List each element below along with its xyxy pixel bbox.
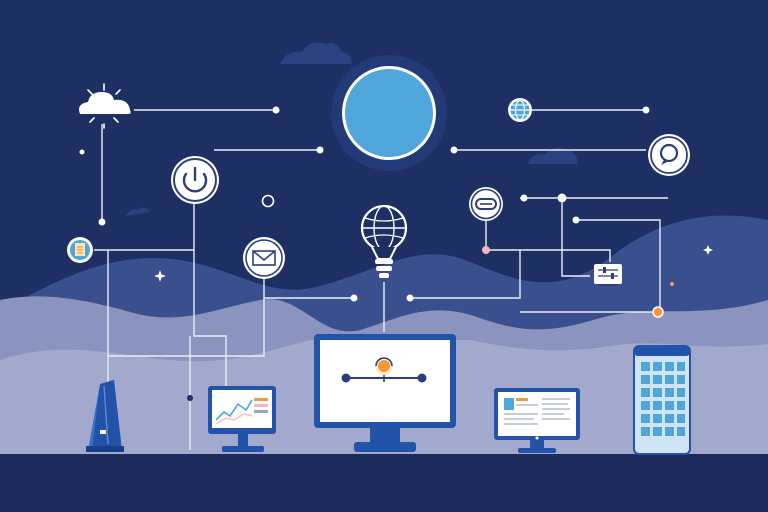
ground-strip bbox=[0, 454, 768, 512]
node bbox=[450, 146, 458, 154]
document-icon bbox=[67, 237, 93, 263]
monitor-chart bbox=[208, 386, 276, 452]
sliders-icon bbox=[594, 264, 622, 286]
node-dark bbox=[187, 395, 193, 401]
node bbox=[350, 294, 358, 302]
sparkle-icon bbox=[703, 248, 713, 252]
monitor-document bbox=[494, 388, 580, 453]
chat-bubble-icon bbox=[648, 134, 690, 176]
node bbox=[98, 218, 106, 226]
sparkle-icon bbox=[154, 274, 166, 278]
line-sliders-feed bbox=[561, 198, 590, 277]
node-ring bbox=[261, 194, 275, 208]
globe-icon bbox=[508, 98, 532, 122]
node bbox=[557, 193, 567, 203]
node bbox=[316, 146, 324, 154]
cloud-small bbox=[126, 207, 150, 216]
line-mail-down bbox=[108, 278, 265, 357]
node bbox=[572, 216, 580, 224]
cloud-top bbox=[280, 42, 352, 64]
chat-link-icon bbox=[469, 187, 503, 221]
lightbulb-globe-icon bbox=[360, 204, 408, 278]
node-orange bbox=[652, 306, 664, 318]
network-nodes bbox=[79, 106, 650, 302]
monitor-center bbox=[314, 334, 456, 452]
network-lines bbox=[94, 109, 668, 450]
line-link-sliders bbox=[485, 212, 611, 262]
line-chart-monitor bbox=[193, 250, 227, 386]
mail-icon bbox=[243, 237, 285, 279]
moon-orb bbox=[331, 55, 447, 171]
node-pink bbox=[482, 246, 490, 254]
node bbox=[642, 106, 650, 114]
tablet-grid bbox=[633, 345, 691, 455]
node bbox=[406, 294, 414, 302]
cloud-right bbox=[528, 147, 578, 164]
node bbox=[272, 106, 280, 114]
line-tablet-feed bbox=[576, 219, 661, 312]
line-center-right bbox=[410, 250, 521, 299]
sparkle-icon bbox=[154, 245, 713, 282]
node bbox=[520, 194, 528, 202]
node bbox=[79, 149, 85, 155]
power-icon bbox=[171, 156, 219, 204]
server-tower bbox=[86, 380, 124, 452]
cloud-sun-icon bbox=[79, 83, 131, 129]
node-orange-small bbox=[670, 282, 674, 286]
background-clouds bbox=[126, 42, 578, 216]
